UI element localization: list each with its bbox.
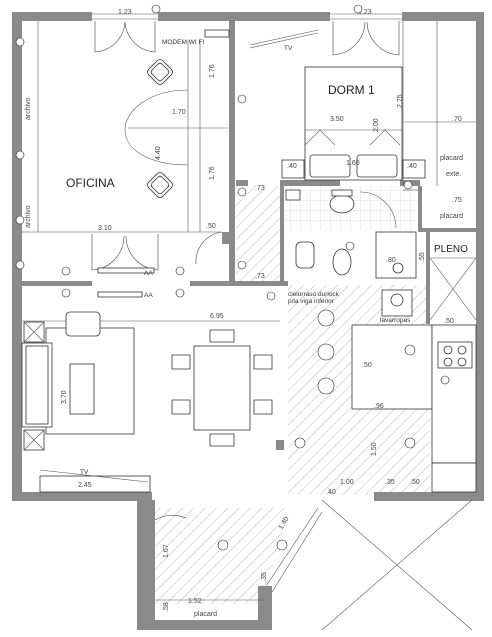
dim-office-width: 3.10 bbox=[98, 225, 112, 232]
label-placard-ext-2: exte. bbox=[446, 171, 461, 178]
label-placard-entry: placard bbox=[194, 611, 217, 618]
kitchen bbox=[317, 309, 477, 493]
dim-kitchen-b: .96 bbox=[374, 403, 384, 410]
dim-tv-width: 2.45 bbox=[78, 482, 92, 489]
dim-office-v1: 1.76 bbox=[209, 64, 216, 78]
bedroom-furniture bbox=[249, 21, 476, 191]
label-aa-office: AA bbox=[144, 270, 153, 277]
dim-kitchen-c: 1.50 bbox=[371, 442, 378, 456]
ac-unit-living bbox=[97, 291, 143, 298]
dim-bed-width: 1.60 bbox=[346, 160, 360, 167]
dim-sofa-rug: 3.70 bbox=[61, 390, 68, 404]
dim-bed-len: 2.00 bbox=[373, 118, 380, 132]
dim-nightstand-right: .40 bbox=[407, 163, 417, 170]
dim-kitchen-g: .40 bbox=[326, 489, 336, 496]
label-laundry: lavarropas bbox=[380, 317, 411, 324]
dim-bath-d: .55 bbox=[419, 252, 426, 262]
label-placard-bath: placard bbox=[440, 213, 463, 220]
dim-entry-d: .58 bbox=[163, 602, 170, 612]
living-furniture bbox=[21, 311, 280, 493]
label-placard-ext-1: placard bbox=[440, 155, 463, 162]
label-tv-living: TV bbox=[80, 469, 89, 476]
dim-entry-placard: 1.52 bbox=[188, 598, 202, 605]
room-office: OFICINA bbox=[66, 176, 115, 190]
dim-kitchen-a: .50 bbox=[362, 362, 372, 369]
dim-nightstand-left: .40 bbox=[287, 163, 297, 170]
dim-living-width: 6.95 bbox=[210, 313, 224, 320]
label-modem: MODEM WI FI bbox=[162, 39, 204, 46]
walls bbox=[12, 12, 484, 630]
dim-closet-small: .75 bbox=[452, 197, 462, 204]
dim-bedroom-width: 3.50 bbox=[330, 116, 344, 123]
dim-office-door-top: 1.23 bbox=[118, 9, 132, 16]
dim-bedroom-height: 2.75 bbox=[397, 94, 404, 108]
entry bbox=[154, 499, 473, 631]
ceiling-lights bbox=[15, 4, 450, 551]
dim-bath-b: .73 bbox=[255, 273, 265, 280]
dim-office-height: 4.40 bbox=[155, 146, 162, 160]
dim-kitchen-d: 1.00 bbox=[340, 479, 354, 486]
office-furniture bbox=[22, 21, 230, 271]
room-bedroom: DORM 1 bbox=[328, 83, 375, 97]
dim-bedroom-door-top: 1.23 bbox=[358, 9, 372, 16]
dim-entry-a: 1.67 bbox=[163, 544, 170, 558]
dim-entry-c: .35 bbox=[261, 572, 268, 582]
label-beam-note-1: cielorraso durlock bbox=[288, 291, 340, 298]
dim-kitchen-f: .50 bbox=[410, 479, 420, 486]
label-archive-bottom: archivo bbox=[25, 205, 32, 228]
dim-office-width-upper: 1.70 bbox=[172, 109, 186, 116]
dim-pleno-small: .50 bbox=[444, 318, 454, 325]
label-aa-living: AA bbox=[144, 292, 153, 299]
label-beam-note-2: p/la viga inferior bbox=[288, 298, 335, 305]
ac-unit-office bbox=[97, 267, 155, 274]
dim-office-small: .50 bbox=[206, 223, 216, 230]
room-plenum: PLENO bbox=[434, 244, 468, 255]
plenum bbox=[429, 257, 477, 321]
dim-office-v2: 1.76 bbox=[209, 166, 216, 180]
dim-bath-c: .80 bbox=[386, 257, 396, 264]
dim-closet-depth: .70 bbox=[452, 116, 462, 123]
bathroom-fixtures bbox=[285, 189, 417, 317]
dim-bath-a: .73 bbox=[255, 185, 265, 192]
label-archive-top: archivo bbox=[25, 97, 32, 120]
label-tv-bedroom: TV bbox=[284, 45, 293, 52]
top-openings bbox=[92, 13, 402, 56]
dim-kitchen-e: .35 bbox=[385, 479, 395, 486]
